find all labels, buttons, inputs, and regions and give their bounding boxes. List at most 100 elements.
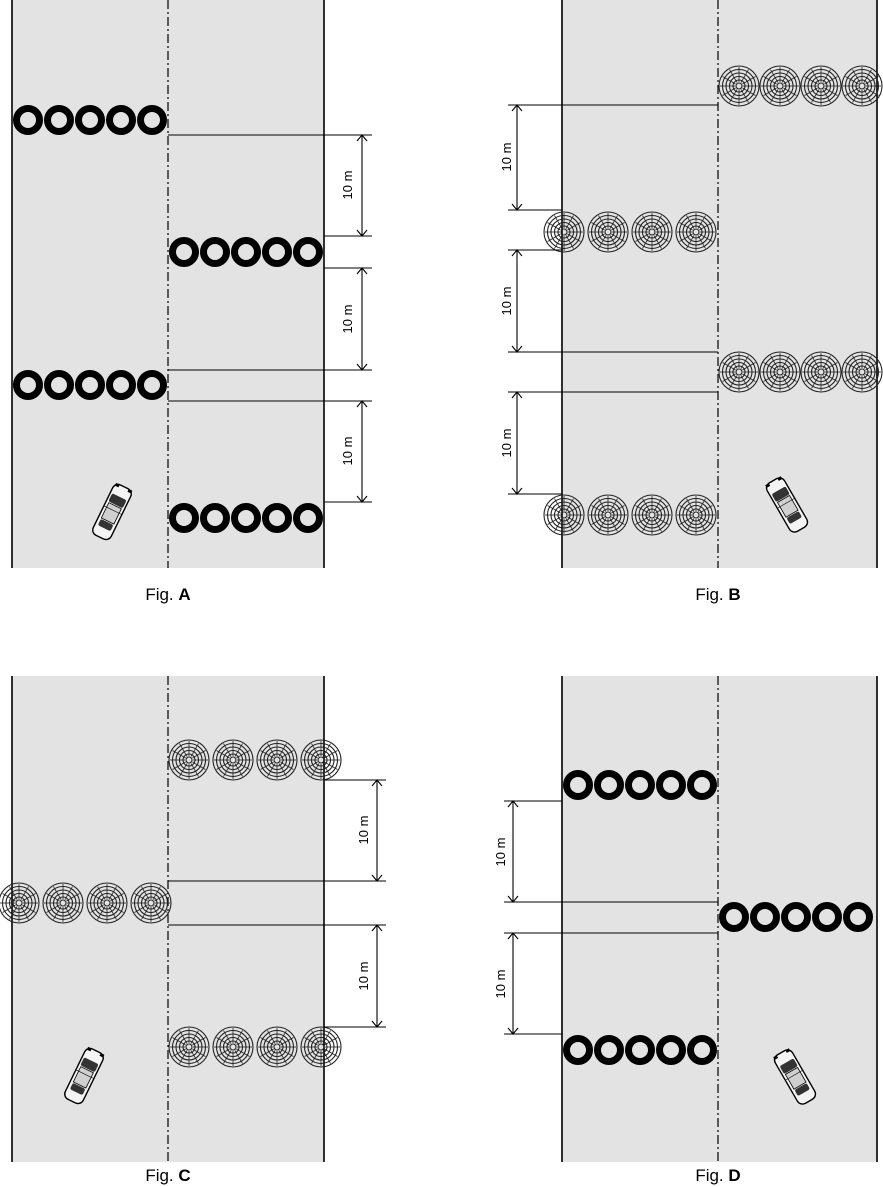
- textured-tire-icon: [800, 351, 842, 393]
- dimension-label: 10 m: [340, 437, 355, 466]
- tire-icon: [200, 503, 230, 533]
- tire-icon: [44, 105, 74, 135]
- tire-row-icon: [169, 237, 323, 267]
- tire-row-icon: [169, 503, 323, 533]
- tire-icon: [106, 105, 136, 135]
- textured-tire-icon: [300, 739, 342, 781]
- tire-row-icon: [13, 370, 167, 400]
- dimension-label: 10 m: [493, 970, 508, 999]
- tire-icon: [231, 503, 261, 533]
- dimension-label: 10 m: [356, 816, 371, 845]
- textured-tire-icon: [543, 494, 585, 536]
- tire-icon: [44, 370, 74, 400]
- textured-tire-icon: [675, 211, 717, 253]
- textured-tire-icon: [841, 351, 883, 393]
- tire-icon: [750, 902, 780, 932]
- textured-tire-icon: [718, 65, 760, 107]
- dimension-lines: [168, 134, 372, 503]
- textured-tire-icon: [587, 494, 629, 536]
- textured-tire-row-icon: [168, 1026, 342, 1068]
- tire-icon: [594, 770, 624, 800]
- dimension-label: 10 m: [499, 429, 514, 458]
- textured-tire-row-icon: [543, 494, 717, 536]
- textured-tire-row-icon: [718, 351, 883, 393]
- textured-tire-icon: [718, 351, 760, 393]
- textured-tire-icon: [631, 211, 673, 253]
- tire-icon: [137, 370, 167, 400]
- textured-tire-icon: [543, 211, 585, 253]
- tire-icon: [843, 902, 873, 932]
- textured-tire-icon: [0, 882, 40, 924]
- car-icon: [765, 476, 809, 533]
- tire-icon: [656, 770, 686, 800]
- textured-tire-icon: [168, 739, 210, 781]
- textured-tire-row-icon: [718, 65, 883, 107]
- figure-caption: Fig. C: [145, 1166, 190, 1185]
- dimension-label: 10 m: [499, 287, 514, 316]
- textured-tire-icon: [212, 1026, 254, 1068]
- textured-tire-icon: [759, 65, 801, 107]
- textured-tire-icon: [212, 739, 254, 781]
- tire-icon: [563, 1035, 593, 1065]
- dimension-label: 10 m: [356, 962, 371, 991]
- tire-icon: [293, 503, 323, 533]
- textured-tire-icon: [841, 65, 883, 107]
- textured-tire-icon: [168, 1026, 210, 1068]
- textured-tire-icon: [300, 1026, 342, 1068]
- car-icon: [92, 482, 133, 541]
- tire-icon: [200, 237, 230, 267]
- tire-icon: [169, 503, 199, 533]
- tire-row-icon: [719, 902, 873, 932]
- tire-icon: [75, 105, 105, 135]
- tire-icon: [656, 1035, 686, 1065]
- textured-tire-icon: [256, 1026, 298, 1068]
- dimension-label: 10 m: [499, 143, 514, 172]
- figure-b: 10 m 10 m 10 m Fig. B: [499, 0, 883, 604]
- tire-icon: [293, 237, 323, 267]
- dimension-lines: [504, 800, 718, 1035]
- tire-row-icon: [13, 105, 167, 135]
- tire-icon: [687, 1035, 717, 1065]
- tire-icon: [625, 770, 655, 800]
- tire-icon: [262, 503, 292, 533]
- tire-icon: [13, 105, 43, 135]
- tire-icon: [687, 770, 717, 800]
- figure-a: 10 m 10 m 10 m Fig. A: [11, 0, 372, 604]
- textured-tire-icon: [42, 882, 84, 924]
- tire-icon: [262, 237, 292, 267]
- dimension-label: 10 m: [493, 838, 508, 867]
- tire-icon: [625, 1035, 655, 1065]
- tire-icon: [594, 1035, 624, 1065]
- figure-caption: Fig. B: [695, 585, 740, 604]
- tire-icon: [231, 237, 261, 267]
- tire-icon: [812, 902, 842, 932]
- car-icon: [64, 1046, 105, 1105]
- tire-icon: [75, 370, 105, 400]
- tire-row-icon: [563, 1035, 717, 1065]
- textured-tire-icon: [631, 494, 673, 536]
- dimension-label: 10 m: [340, 171, 355, 200]
- textured-tire-icon: [256, 739, 298, 781]
- figure-c: 10 m 10 m Fig. C: [0, 676, 386, 1185]
- tire-icon: [169, 237, 199, 267]
- tire-icon: [781, 902, 811, 932]
- textured-tire-icon: [130, 882, 172, 924]
- textured-tire-row-icon: [543, 211, 717, 253]
- textured-tire-icon: [587, 211, 629, 253]
- tire-icon: [563, 770, 593, 800]
- tire-icon: [719, 902, 749, 932]
- dimension-label: 10 m: [340, 305, 355, 334]
- textured-tire-row-icon: [0, 882, 172, 924]
- tire-icon: [137, 105, 167, 135]
- textured-tire-icon: [800, 65, 842, 107]
- tire-icon: [106, 370, 136, 400]
- dimension-lines: [508, 104, 718, 495]
- figure-d: 10 m 10 m Fig. D: [493, 676, 878, 1185]
- figure-caption: Fig. A: [145, 585, 190, 604]
- figure-caption: Fig. D: [695, 1166, 740, 1185]
- textured-tire-row-icon: [168, 739, 342, 781]
- tire-row-icon: [563, 770, 717, 800]
- dimension-lines: [168, 779, 386, 1028]
- textured-tire-icon: [86, 882, 128, 924]
